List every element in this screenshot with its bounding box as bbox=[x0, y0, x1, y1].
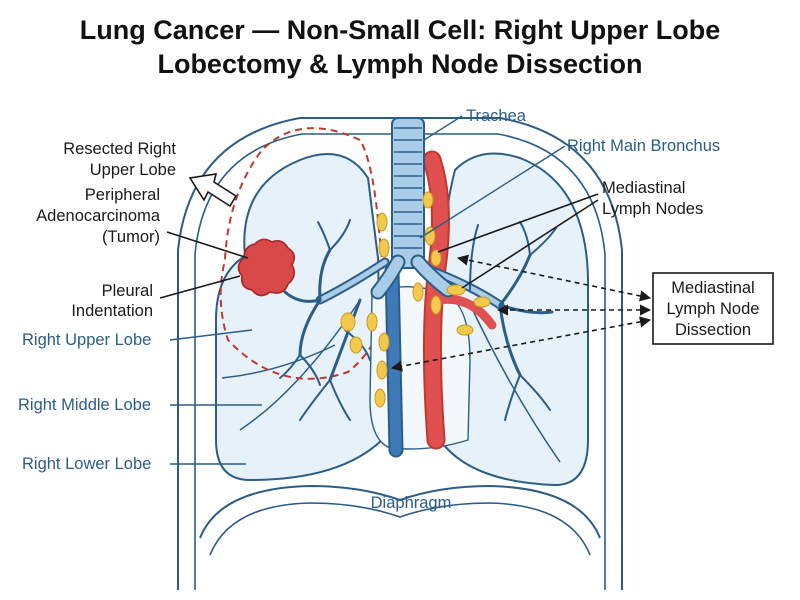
right-middle-lobe-label: Right Middle Lobe bbox=[18, 396, 151, 414]
resected-lobe-label-line-1: Resected Right bbox=[63, 140, 176, 158]
lymph-node bbox=[430, 295, 442, 315]
dissection-label-line-3: Dissection bbox=[675, 321, 751, 339]
mediastinal-nodes-label-line-2: Lymph Nodes bbox=[602, 200, 703, 218]
lymph-node bbox=[456, 324, 474, 336]
trachea bbox=[391, 117, 425, 269]
diagram-title-line-1: Lung Cancer — Non-Small Cell: Right Uppe… bbox=[79, 15, 721, 45]
lymph-node bbox=[376, 360, 388, 380]
diaphragm-outer bbox=[199, 484, 601, 539]
tumor-label-line-1: Peripheral bbox=[85, 186, 160, 204]
trachea-label: Trachea bbox=[466, 107, 527, 125]
lymph-node bbox=[412, 282, 424, 302]
dissection-arrow-1 bbox=[456, 254, 652, 302]
left-main-bronchus-fill bbox=[412, 256, 454, 296]
diagram-title-line-2: Lobectomy & Lymph Node Dissection bbox=[157, 49, 643, 79]
resected-lobe-arrow bbox=[188, 173, 238, 208]
right-main-bronchus-leader bbox=[419, 145, 566, 239]
trachea-leader bbox=[423, 115, 463, 141]
lymph-node bbox=[340, 312, 356, 332]
lymph-nodes bbox=[340, 191, 491, 408]
right-bronchial-tree bbox=[279, 219, 390, 421]
lymph-node bbox=[446, 284, 466, 296]
tumor-label-line-2: Adenocarcinoma bbox=[36, 207, 161, 225]
dissection-label-line-1: Mediastinal bbox=[671, 279, 754, 297]
lymph-node bbox=[374, 388, 386, 408]
dissection-label-line-2: Lymph Node bbox=[667, 300, 760, 318]
dissection-arrow-3 bbox=[390, 316, 652, 372]
pleural-indentation-label-line-1: Pleural bbox=[102, 282, 153, 300]
right-lower-lobe-label: Right Lower Lobe bbox=[22, 455, 151, 473]
lymph-node bbox=[422, 191, 434, 209]
diaphragm-label: Diaphragm bbox=[371, 494, 452, 512]
lymph-node bbox=[473, 296, 491, 308]
right-upper-lobe-label: Right Upper Lobe bbox=[22, 331, 151, 349]
right-main-bronchus-fill bbox=[372, 256, 404, 298]
lymph-node bbox=[378, 238, 390, 258]
lymph-node bbox=[376, 212, 388, 232]
pleural-indentation-leader bbox=[159, 275, 241, 299]
dissection-box bbox=[652, 272, 774, 345]
right-main-bronchus-label: Right Main Bronchus bbox=[567, 137, 720, 155]
tumor bbox=[237, 238, 296, 297]
pleural-indentation-label-line-2: Indentation bbox=[71, 302, 153, 320]
vena-cava-inner bbox=[386, 264, 402, 456]
mediastinal-nodes-label-line-1: Mediastinal bbox=[602, 179, 685, 197]
mediastinal-nodes-leader-1 bbox=[437, 193, 599, 253]
lymph-node bbox=[430, 249, 442, 267]
resected-lobe-label-line-2: Upper Lobe bbox=[90, 161, 176, 179]
lymph-node bbox=[378, 332, 390, 352]
lymph-node bbox=[349, 336, 363, 354]
tumor-label-line-3: (Tumor) bbox=[102, 228, 160, 246]
right-upper-lobe-leader bbox=[169, 329, 253, 341]
lymph-node bbox=[424, 226, 436, 246]
diaphragm-inner bbox=[209, 502, 591, 556]
lymph-node bbox=[366, 312, 378, 332]
tumor-leader bbox=[166, 231, 249, 259]
right-lung bbox=[215, 153, 384, 482]
